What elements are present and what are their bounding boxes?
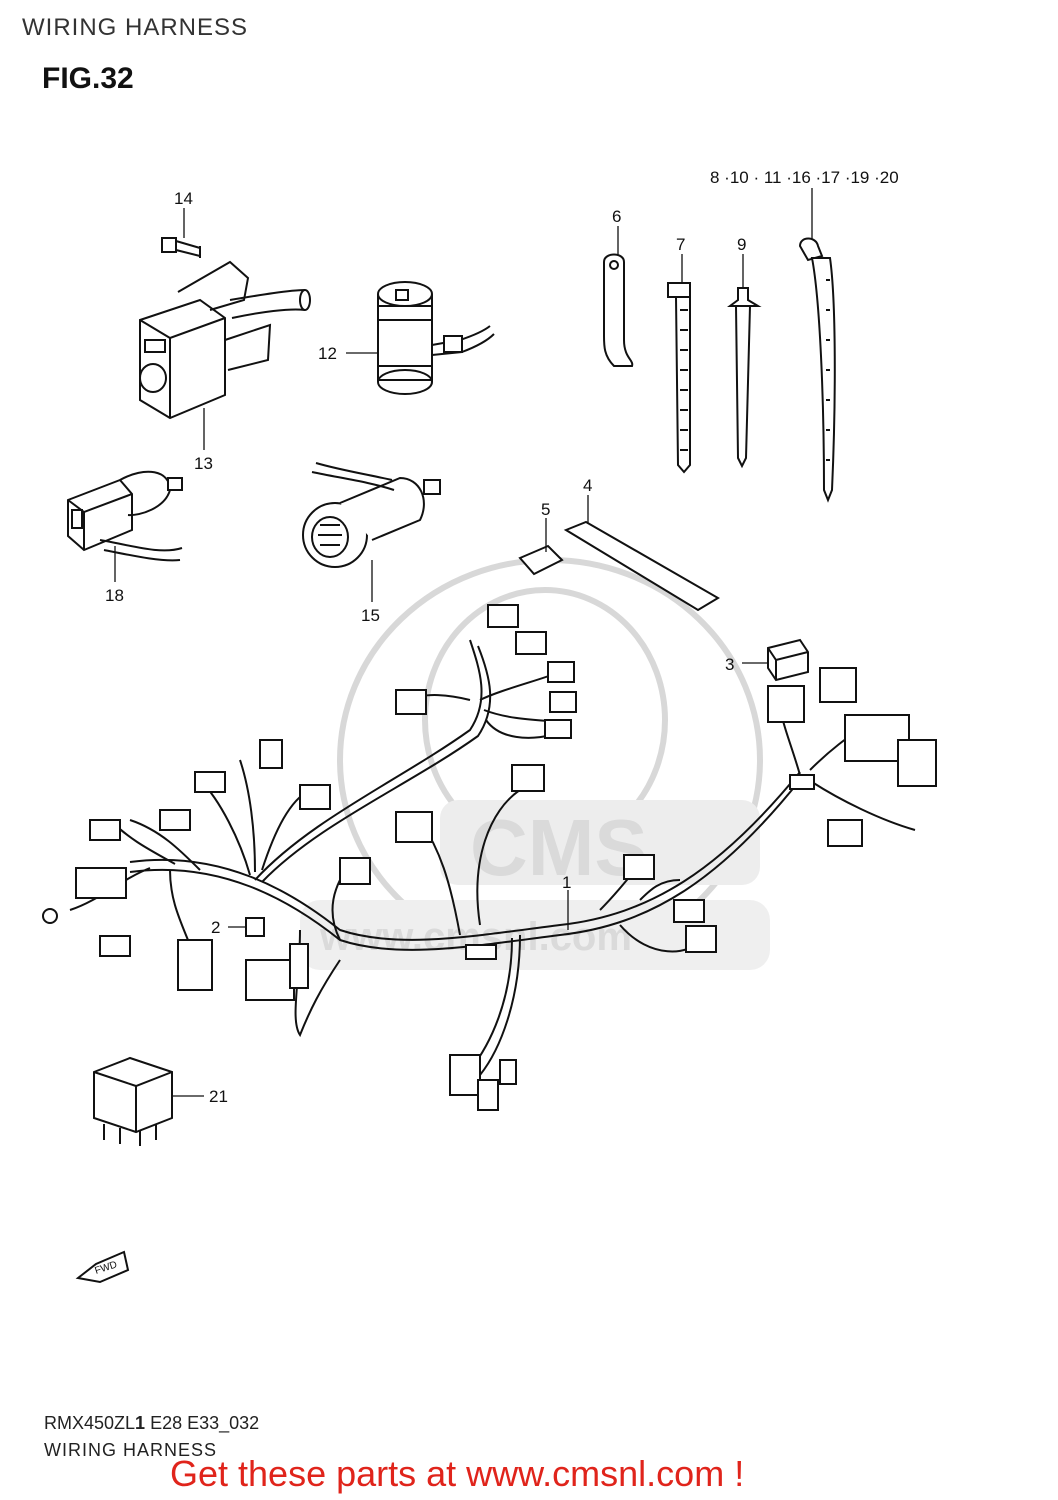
part-8-cable-tie-long: [798, 237, 836, 503]
part-21-relay: [93, 1056, 173, 1146]
part-14-bolt: [161, 237, 201, 258]
part-7-cable-tie: [667, 282, 691, 474]
part-4-tape: [563, 520, 720, 612]
part-3-cap: [767, 638, 809, 682]
callout-4: 4: [583, 476, 592, 495]
page-header-title: WIRING HARNESS: [22, 14, 249, 41]
callout-6: 6: [612, 207, 621, 226]
callout-14: 14: [174, 189, 193, 208]
callout-3: 3: [725, 655, 734, 674]
cms-watermark: CMS www.cmsnl.com: [300, 557, 770, 970]
callout-9: 9: [737, 235, 746, 254]
callout-5: 5: [541, 500, 550, 519]
callout-15: 15: [361, 606, 380, 625]
figure-number: FIG.32: [42, 62, 134, 95]
part-5-pad: [518, 544, 564, 576]
callout-13: 13: [194, 454, 213, 473]
callout-7: 7: [676, 235, 685, 254]
callout-2: 2: [211, 918, 220, 937]
part-12-cylinder: [377, 281, 495, 395]
part-2-fuse: [245, 917, 265, 937]
callout-21: 21: [209, 1087, 228, 1106]
model-codes: E28 E33_032: [145, 1413, 260, 1433]
part-6-clamp: [603, 253, 634, 367]
watermark-logo: CMS: [470, 803, 648, 892]
parts-diagram: CMS www.cmsnl.com: [42, 168, 937, 1284]
model-prefix: RMX450ZL: [44, 1413, 136, 1433]
part-18-switch: [67, 470, 183, 562]
part-15-switch: [302, 462, 441, 568]
callout-leaders: [114, 188, 813, 1097]
promo-link[interactable]: Get these parts at www.cmsnl.com !: [170, 1453, 745, 1494]
model-suffix: 1: [135, 1413, 146, 1433]
part-9-cable-tie: [727, 287, 762, 469]
part-13-switch: [139, 260, 311, 420]
part-1-main-harness: [42, 604, 937, 1111]
callout-12: 12: [318, 344, 337, 363]
callout-18: 18: [105, 586, 124, 605]
callout-8-group: 8 ·10 · 11 ·16 ·17 ·19 ·20: [710, 168, 899, 187]
footer-subtitle: WIRING HARNESS: [44, 1440, 218, 1460]
model-code: RMX450ZL1 E28 E33_032: [44, 1413, 259, 1434]
callout-1: 1: [562, 873, 571, 892]
forward-arrow-icon: FWD: [75, 1250, 130, 1284]
